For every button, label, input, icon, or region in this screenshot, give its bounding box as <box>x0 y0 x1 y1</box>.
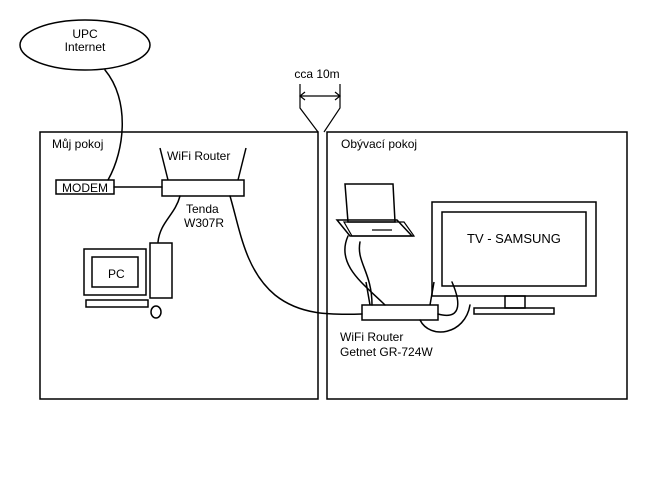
router-right-device: WiFi Router Getnet GR-724W <box>340 281 439 359</box>
laptop-keyboard <box>342 221 416 237</box>
distance-arrow-left <box>299 91 306 101</box>
distance-arrow-right <box>334 91 341 101</box>
pc-mouse <box>150 305 162 319</box>
tv-frame <box>431 201 597 297</box>
cable-internet-modem <box>104 69 123 181</box>
room-living-room-label: Obývací pokoj <box>341 137 417 151</box>
pc-device: PC <box>83 242 173 319</box>
tv-device: TV - SAMSUNG <box>431 201 597 315</box>
router-right-antenna-left <box>365 281 371 306</box>
modem-device: MODEM <box>55 179 115 195</box>
cable-router-router <box>229 195 363 316</box>
router-right-model: Getnet GR-724W <box>340 345 433 359</box>
distance-right-leg <box>323 84 341 133</box>
tv-label: TV - SAMSUNG <box>467 231 561 246</box>
tv-stand-neck <box>504 295 526 309</box>
router-left-model-line2: W307R <box>184 216 224 230</box>
internet-ellipse <box>19 19 151 71</box>
modem-label: MODEM <box>62 181 108 195</box>
room-my-room <box>39 131 319 400</box>
router-left-device: WiFi Router Tenda W307R <box>159 147 247 230</box>
router-right-title: WiFi Router <box>340 330 403 344</box>
internet-label-line1: UPC <box>72 27 98 41</box>
cable-router-pc <box>157 195 181 243</box>
room-living-room <box>326 131 628 400</box>
router-left-model-line1: Tenda <box>186 202 219 216</box>
laptop-device <box>335 183 416 237</box>
router-left-antenna-right <box>237 147 247 181</box>
router-left-title: WiFi Router <box>167 149 230 163</box>
tv-stand-base <box>473 307 555 315</box>
internet-node: UPC Internet <box>19 19 151 71</box>
pc-keyboard <box>85 299 149 308</box>
laptop-lid <box>344 183 396 223</box>
distance-left-leg <box>299 84 319 133</box>
pc-tower <box>149 242 173 299</box>
room-my-room-label: Můj pokoj <box>52 137 103 151</box>
pc-monitor <box>83 248 147 296</box>
pc-screen <box>91 256 139 288</box>
internet-label-line2: Internet <box>65 40 106 54</box>
distance-label: cca 10m <box>294 67 339 81</box>
router-left-body <box>161 179 245 197</box>
pc-label: PC <box>108 267 125 281</box>
cable-laptop-router-1 <box>358 241 373 306</box>
cable-router-tv <box>437 281 459 317</box>
tv-screen <box>441 211 587 287</box>
router-left-antenna-left <box>159 147 169 181</box>
cable-laptop-router-2 <box>344 235 386 306</box>
distance-marker: cca 10m <box>294 67 341 133</box>
cable-router-tv-2 <box>419 304 471 333</box>
router-right-body <box>361 304 439 321</box>
